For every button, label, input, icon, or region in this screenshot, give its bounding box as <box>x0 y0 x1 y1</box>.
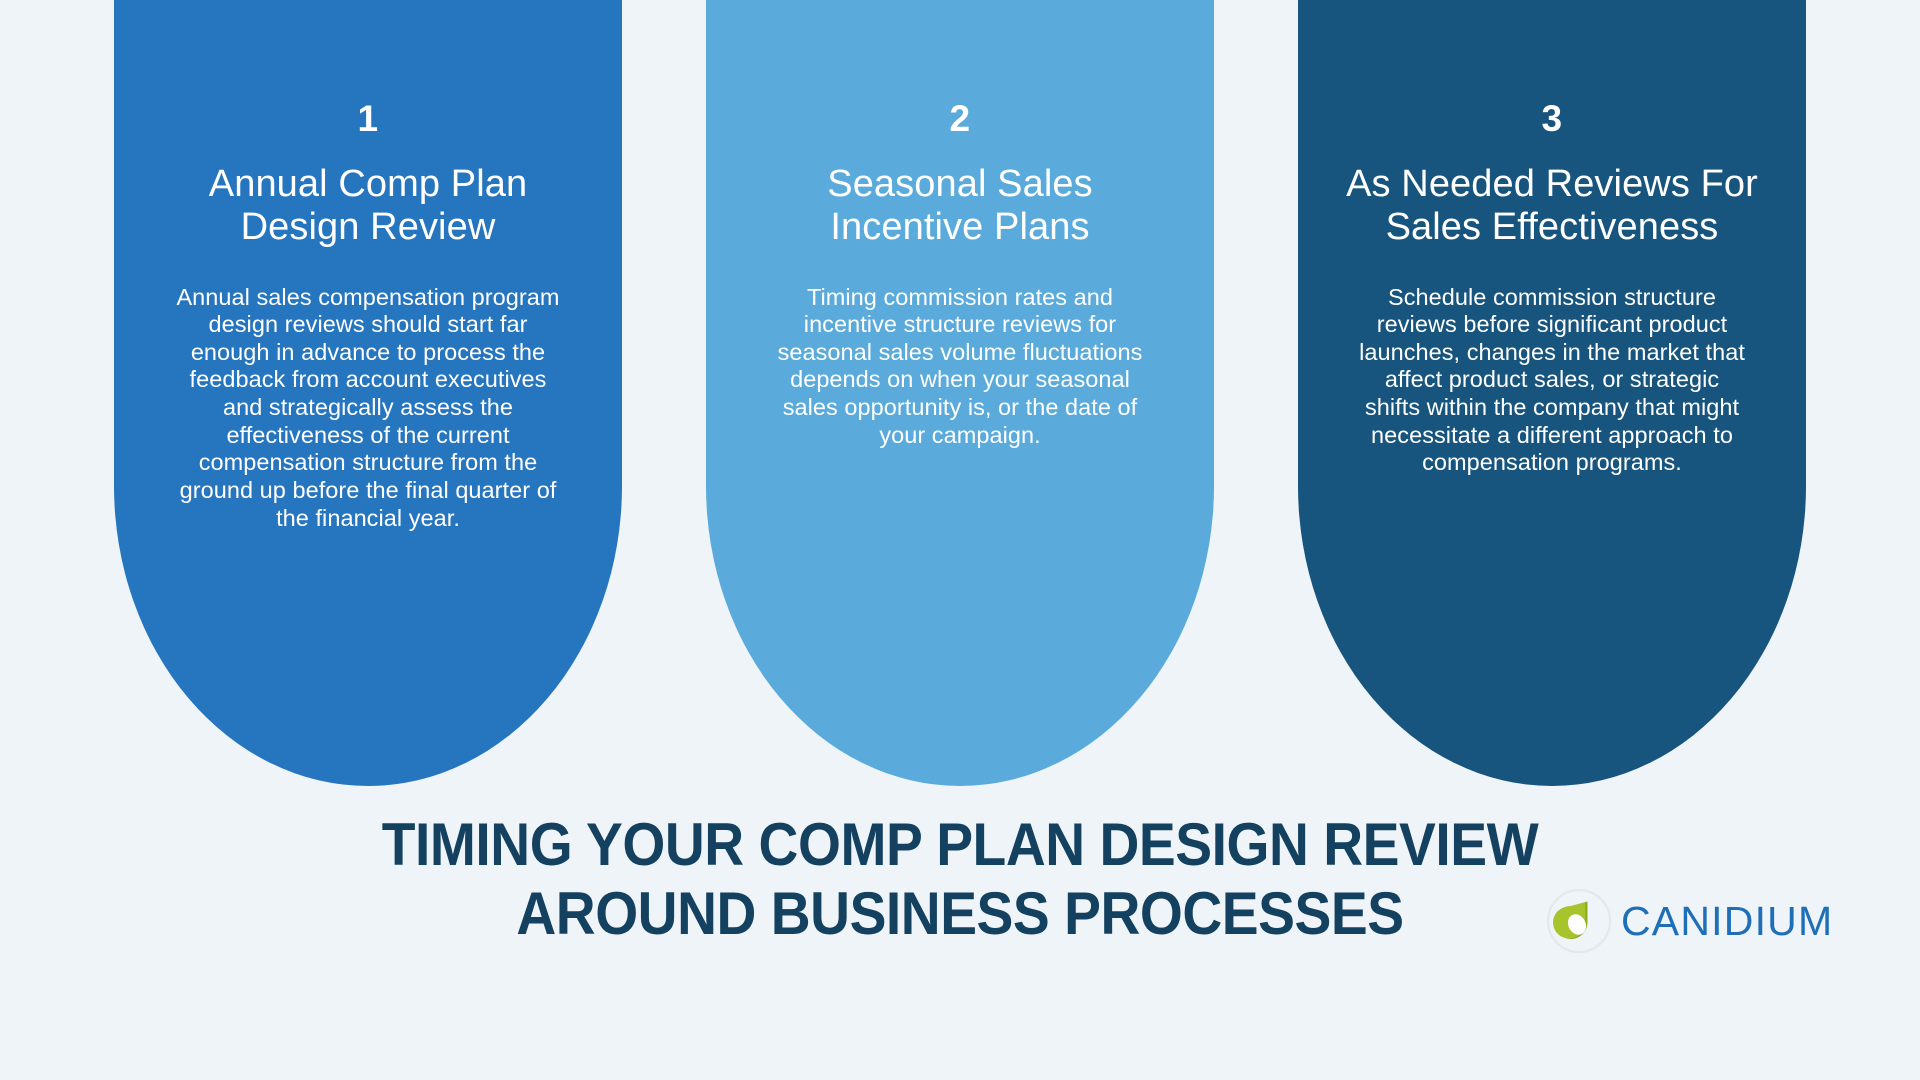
card-1: 1 Annual Comp Plan Design Review Annual … <box>114 0 622 786</box>
footer-block: TIMING YOUR COMP PLAN DESIGN REVIEW AROU… <box>0 810 1920 948</box>
card-3-number: 3 <box>1541 98 1563 139</box>
page-title-line-2: AROUND BUSINESS PROCESSES <box>516 880 1404 947</box>
page-title: TIMING YOUR COMP PLAN DESIGN REVIEW AROU… <box>77 810 1843 948</box>
canidium-wordmark: CANIDIUM <box>1621 897 1834 944</box>
card-2-number: 2 <box>949 98 971 139</box>
canidium-logo: CANIDIUM <box>1546 888 1833 954</box>
card-row: 1 Annual Comp Plan Design Review Annual … <box>114 0 1806 786</box>
card-2-title: Seasonal Sales Incentive Plans <box>827 163 1093 249</box>
card-3-title: As Needed Reviews For Sales Effectivenes… <box>1346 163 1758 249</box>
card-3: 3 As Needed Reviews For Sales Effectiven… <box>1298 0 1806 786</box>
card-3-body: Schedule commission structure reviews be… <box>1359 283 1745 476</box>
card-1-body: Annual sales compensation program design… <box>176 283 560 531</box>
canidium-leaf-icon <box>1546 888 1612 954</box>
card-1-number: 1 <box>357 98 379 139</box>
page-title-line-1: TIMING YOUR COMP PLAN DESIGN REVIEW <box>381 811 1539 878</box>
card-2: 2 Seasonal Sales Incentive Plans Timing … <box>706 0 1214 786</box>
card-2-body: Timing commission rates and incentive st… <box>777 283 1143 448</box>
card-1-title: Annual Comp Plan Design Review <box>208 163 528 249</box>
